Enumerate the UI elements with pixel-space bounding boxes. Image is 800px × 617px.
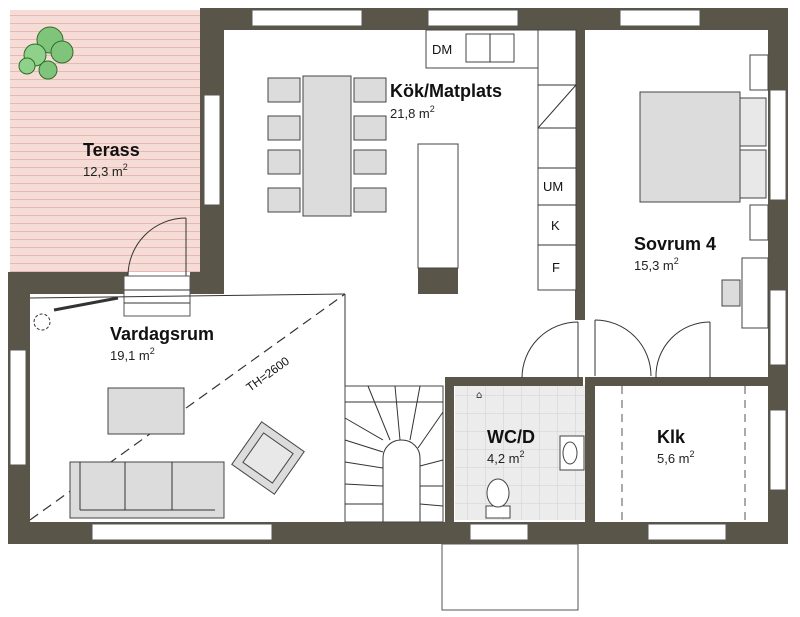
staircase <box>344 385 444 523</box>
appliance-um: UM <box>543 179 563 194</box>
plant-icon <box>18 26 74 80</box>
armchair <box>231 421 305 495</box>
double-bed <box>639 54 769 241</box>
room-area-vardagsrum: 19,1 m2 <box>110 346 155 363</box>
room-name-terass: Terass <box>83 140 140 160</box>
klk-door <box>655 321 711 379</box>
room-area-kok: 21,8 m2 <box>390 104 435 121</box>
sovrum-door <box>594 319 652 377</box>
room-name-sovrum: Sovrum 4 <box>634 234 716 254</box>
room-area-terass: 12,3 m2 <box>83 162 128 179</box>
appliance-f: F <box>552 260 560 275</box>
sink-icon <box>559 435 585 471</box>
room-name-vardagsrum: Vardagsrum <box>110 324 214 344</box>
dining-table <box>267 75 387 217</box>
room-area-wc: 4,2 m2 <box>487 449 525 466</box>
appliance-k: K <box>551 218 560 233</box>
room-name-wc: WC/D <box>487 427 535 447</box>
coffee-table <box>107 387 185 435</box>
shower-icon: ⌂ <box>476 390 482 401</box>
room-area-klk: 5,6 m2 <box>657 449 695 466</box>
wc-door <box>521 321 579 379</box>
toilet-icon <box>485 478 511 519</box>
entrance-steps <box>441 543 579 611</box>
room-name-klk: Klk <box>657 427 686 447</box>
windows <box>9 9 787 541</box>
ceiling-height-note: TH=2600 <box>244 354 293 395</box>
kitchen-counter <box>425 29 577 291</box>
sofa <box>69 461 225 519</box>
appliance-dm: DM <box>432 42 452 57</box>
kitchen-island <box>417 143 459 269</box>
desk <box>721 257 769 329</box>
room-name-kok: Kök/Matplats <box>390 81 502 101</box>
room-area-sovrum: 15,3 m2 <box>634 256 679 273</box>
